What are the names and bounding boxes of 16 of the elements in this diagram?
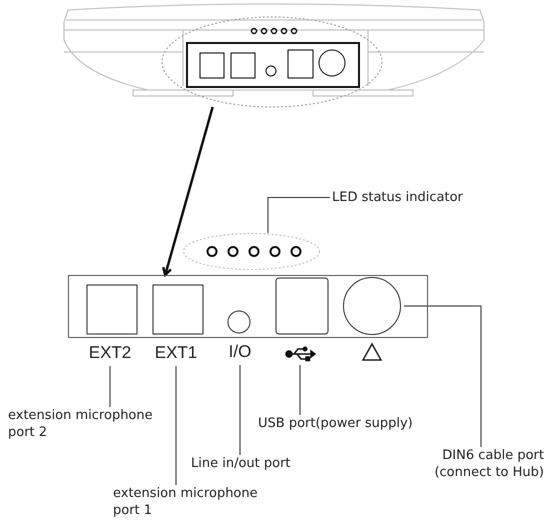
callout-label: extension microphone port 1 <box>113 485 273 519</box>
leader-line <box>404 306 482 448</box>
port-label: I/O <box>224 342 256 362</box>
port-panel <box>68 275 428 338</box>
callout-label: DIN6 cable port (connect to Hub) <box>418 447 544 481</box>
leader-line <box>267 197 330 234</box>
led-ellipse <box>183 233 320 270</box>
round-port <box>343 277 401 335</box>
usb-icon <box>285 346 315 362</box>
port-label: EXT2 <box>88 343 132 363</box>
callout-label: extension microphone port 2 <box>8 407 168 441</box>
port-label: EXT1 <box>153 343 199 363</box>
arrow <box>162 106 214 276</box>
callout-label: LED status indicator <box>332 189 502 206</box>
callout-label: Line in/out port <box>191 455 311 472</box>
callout-label: USB port(power supply) <box>258 415 428 432</box>
